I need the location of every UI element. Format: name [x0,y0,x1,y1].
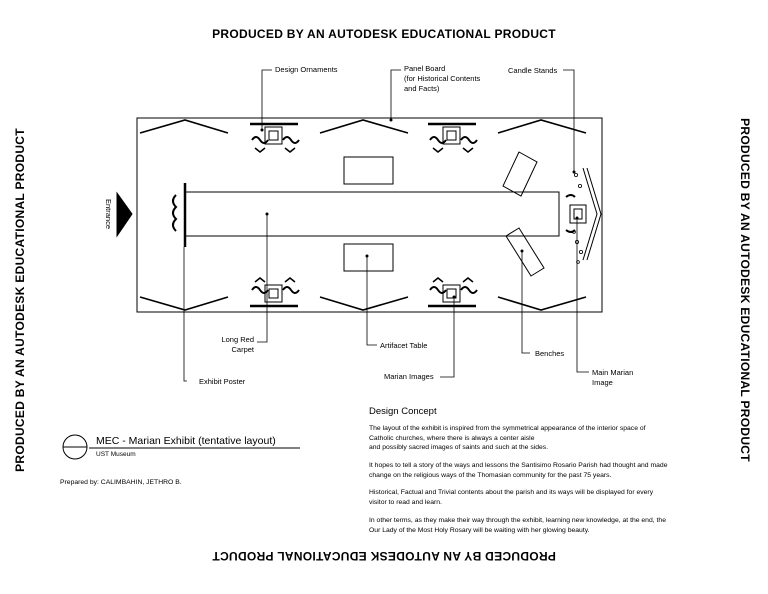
label-panel-board-line-1: Panel Board [404,64,446,73]
long-red-carpet [184,191,560,237]
entrance-arrow [116,191,133,238]
concept-p1-line-2: Catholic churches, where there is always… [369,434,535,442]
label-marian-images: Marian Images [384,372,434,381]
display-unit-top-2 [428,122,478,153]
leader-dots [260,118,579,299]
concept-p3-line-2: visitor to read and learn. [369,498,442,506]
label-panel-board-line-2: (for Historical Contents [404,74,481,83]
display-unit-bottom-1 [250,277,300,308]
display-unit-top-1 [250,122,300,153]
label-entrance: Entrance [104,198,113,230]
design-concept-paragraph-4: In other terms, as they make their way t… [369,516,714,535]
label-main-marian-image: Main Marian Image [592,368,633,388]
design-concept-paragraph-3: Historical, Factual and Trivial contents… [369,488,714,507]
design-concept-paragraph-2: It hopes to tell a story of the ways and… [369,461,714,480]
concept-p1-line-3: and possibly sacred images of saints and… [369,444,549,451]
design-concept-heading: Design Concept [369,406,437,417]
label-long-red-carpet-line-2: Carpet [231,345,254,354]
label-main-marian-image-line-2: Image [592,378,613,387]
benches [502,151,545,277]
concept-p1-line-1: The layout of the exhibit is inspired fr… [369,425,646,432]
room-outline [136,117,603,313]
label-design-ornaments: Design Ornaments [275,65,338,74]
drawing-title: MEC - Marian Exhibit (tentative layout) [96,435,276,447]
label-panel-board: Panel Board (for Historical Contents and… [404,64,480,94]
concept-p4-line-2: Our Lady of the Most Holy Rosary will be… [369,526,590,534]
label-long-red-carpet-line-1: Long Red [221,335,254,344]
prepared-by: Prepared by: CALIMBAHIN, JETHRO B. [60,479,182,486]
artifact-table-bottom [343,243,394,272]
label-long-red-carpet: Long Red Carpet [216,335,254,355]
label-panel-board-line-3: and Facts) [404,84,440,93]
title-symbol [62,434,300,460]
main-marian-image [565,167,602,261]
concept-p2-line-2: change on the religious ways of the Thom… [369,471,612,479]
drawing-subtitle: UST Museum [96,451,136,458]
design-concept-paragraph-1: The layout of the exhibit is inspired fr… [369,424,714,453]
panel-boards-top [139,119,587,134]
exhibit-poster [172,183,187,247]
leader-lines [183,69,589,382]
label-main-marian-image-line-1: Main Marian [592,368,634,377]
concept-p3-line-1: Historical, Factual and Trivial contents… [369,489,654,496]
label-artifact-table: Artifacet Table [380,341,428,350]
watermark-top: PRODUCED BY AN AUTODESK EDUCATIONAL PROD… [212,27,556,41]
panel-boards-bottom [139,296,587,311]
label-candle-stands: Candle Stands [508,66,558,75]
display-unit-bottom-2 [428,277,478,308]
artifact-table-top [343,156,394,185]
concept-p4-line-1: In other terms, as they make their way t… [369,517,666,524]
label-exhibit-poster: Exhibit Poster [199,377,246,386]
label-benches: Benches [535,349,565,358]
concept-p2-line-1: It hopes to tell a story of the ways and… [369,462,668,469]
